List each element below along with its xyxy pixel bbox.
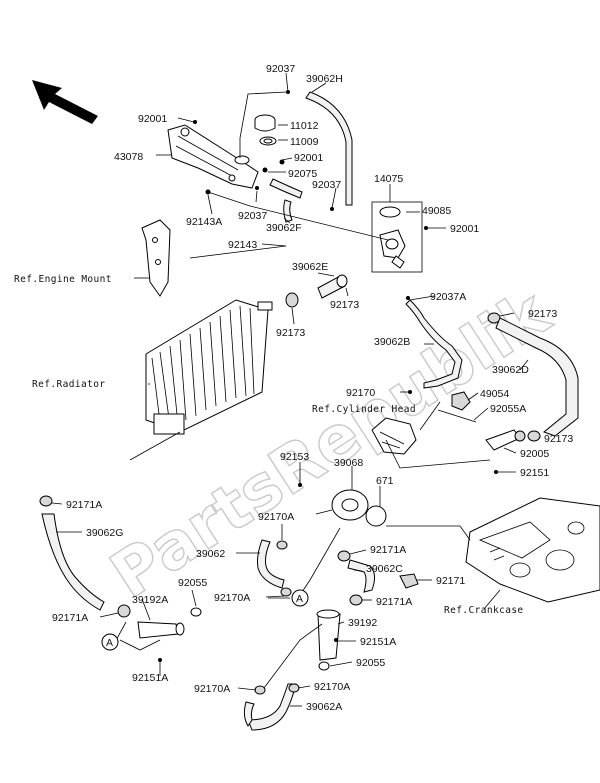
- part-label: 92173: [528, 308, 557, 320]
- part-label: 92171A: [370, 544, 406, 556]
- reservoir-tank: [167, 124, 259, 189]
- part-label: 92170A: [214, 592, 250, 604]
- ref-label-crankcase: Ref.Crankcase: [444, 605, 524, 616]
- sensor-49054: [451, 391, 471, 411]
- part-label: 92173: [276, 327, 305, 339]
- part-label: 14075: [374, 173, 403, 185]
- part-label: 39062: [196, 548, 225, 560]
- clamp-92171A-left-bottom: [117, 604, 131, 618]
- o-ring-671: [365, 505, 387, 527]
- part-label: 92055: [178, 577, 207, 589]
- part-label: 92037: [238, 210, 267, 222]
- part-label: 92153: [280, 451, 309, 463]
- hose-39062: [257, 539, 292, 597]
- part-label: 671: [376, 475, 394, 487]
- part-label: 92005: [520, 448, 549, 460]
- part-label: 39062C: [366, 563, 403, 575]
- crankcase: [465, 497, 600, 603]
- part-label: 92151A: [360, 636, 396, 648]
- reservoir-cap: [254, 114, 276, 132]
- clamp-92173-left: [285, 292, 299, 308]
- part-label: 43078: [114, 151, 143, 163]
- hose-39062G: [41, 513, 105, 611]
- hose-39062C: [337, 550, 376, 606]
- radiator: [129, 299, 273, 461]
- part-label: 49054: [480, 388, 509, 400]
- connector-a-left-label: A: [106, 637, 113, 649]
- ref-label-cylinder-head: Ref.Cylinder Head: [312, 404, 416, 415]
- part-label: 39068: [334, 457, 363, 469]
- hose-39062A: [243, 683, 300, 731]
- fitting-92005: [485, 429, 526, 474]
- part-label: 39062E: [292, 261, 328, 273]
- connector-a-mid-label: A: [296, 593, 303, 605]
- part-label: 39062H: [306, 73, 343, 85]
- reservoir-gasket: [259, 136, 277, 146]
- part-label: 39062B: [374, 336, 410, 348]
- part-label: 92037: [312, 179, 341, 191]
- part-label: 92001: [294, 152, 323, 164]
- o-ring-92055-left: [190, 607, 202, 617]
- hose-39062H: [305, 91, 353, 206]
- water-pump: [298, 483, 369, 521]
- ref-label-radiator: Ref.Radiator: [32, 379, 105, 390]
- pipe-39192A: [137, 621, 185, 639]
- part-label: 92171: [436, 575, 465, 587]
- part-label: 92170A: [258, 511, 294, 523]
- part-label: 92001: [138, 113, 167, 125]
- part-label: 39062A: [306, 701, 342, 713]
- part-label: 92170A: [314, 681, 350, 693]
- hose-39062B: [405, 299, 463, 389]
- part-label: 92151: [520, 467, 549, 479]
- front-arrow-icon: [32, 80, 98, 124]
- engine-mount-bracket: [141, 219, 171, 297]
- part-label: 92171A: [376, 596, 412, 608]
- part-label: 11012: [290, 120, 319, 132]
- part-label: 92037: [266, 63, 295, 75]
- reservoir-neck: [234, 155, 250, 165]
- part-label: 92170: [346, 387, 375, 399]
- part-label: 92151A: [132, 672, 168, 684]
- clamp-92171: [399, 573, 419, 589]
- part-label: 92170A: [194, 683, 230, 695]
- hose-39062F: [269, 178, 303, 223]
- part-label: 92173: [544, 433, 573, 445]
- hose-39062E: [317, 274, 348, 299]
- part-label: 92173: [330, 299, 359, 311]
- clamp-92171A-left-top: [39, 495, 53, 507]
- connector-a-left: A: [101, 633, 119, 651]
- part-label: 39192: [348, 617, 377, 629]
- part-label: 92037A: [430, 291, 466, 303]
- part-label: 92001: [450, 223, 479, 235]
- part-label: 39062F: [266, 222, 302, 234]
- reference-labels: Ref.Engine Mount Ref.Radiator Ref.Cylind…: [14, 274, 524, 616]
- part-label: 92075: [288, 168, 317, 180]
- part-label: 92143A: [186, 216, 222, 228]
- connector-a-mid: A: [291, 589, 309, 607]
- water-pipe-cylinder-head: [371, 390, 417, 455]
- part-label: 49085: [422, 205, 451, 217]
- part-label: 39062D: [492, 364, 529, 376]
- pipe-39192: [316, 609, 341, 661]
- bolt-92055A: [437, 409, 477, 423]
- part-label: 92055A: [490, 403, 526, 415]
- ref-label-engine-mount: Ref.Engine Mount: [14, 274, 112, 285]
- part-label: 92171A: [66, 499, 102, 511]
- part-labels: 92037 39062H 92001 11012 11009 43078 920…: [52, 63, 573, 713]
- part-label: 92055: [356, 657, 385, 669]
- part-label: 92143: [228, 239, 257, 251]
- thermostat-cover: [371, 201, 428, 273]
- part-label: 39062G: [86, 527, 123, 539]
- part-label: 11009: [290, 136, 319, 148]
- part-label: 92171A: [52, 612, 88, 624]
- part-label: 39192A: [132, 594, 168, 606]
